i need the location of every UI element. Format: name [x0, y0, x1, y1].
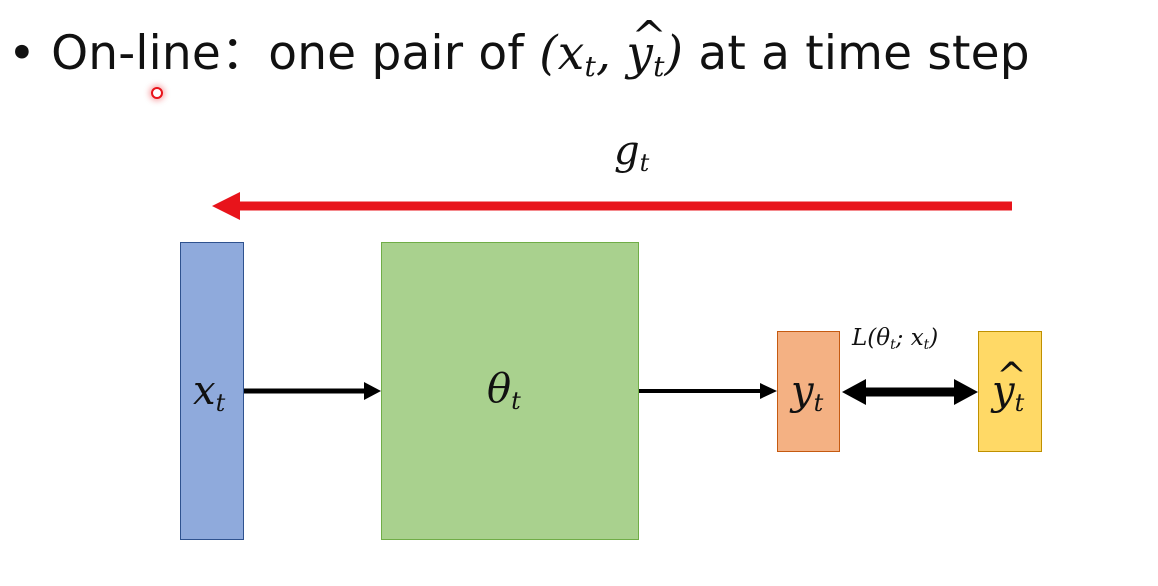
input-label: xt [193, 368, 226, 418]
pair-x: x [557, 26, 585, 81]
output-box [777, 331, 840, 452]
input-box [180, 242, 244, 540]
pair-math: (xt, yt) [539, 12, 683, 84]
bullet-marker: • [8, 26, 36, 81]
pair-y-sub: t [653, 50, 665, 84]
pair-sep: , [596, 26, 612, 81]
bullet-text-suffix: at a time step [698, 26, 1030, 81]
gradient-arrow [212, 192, 1012, 220]
laser-pointer-icon [151, 87, 163, 99]
target-label: yt [992, 356, 1026, 417]
loss-double-arrow [842, 379, 978, 405]
loss-label: L(θt; xt) [852, 325, 939, 354]
model-to-output-arrow [639, 383, 777, 399]
model-label: θt [487, 366, 521, 416]
pair-x-sub: t [584, 50, 597, 84]
bullet-text-prefix: On-line：one pair of [51, 26, 525, 81]
gradient-label: gt [614, 128, 650, 178]
output-label: yt [791, 368, 824, 418]
pair-yhat: y [626, 12, 666, 81]
model-box [381, 242, 639, 540]
bullet-heading: • On-line：one pair of (xt, yt) at a time… [8, 12, 1030, 84]
input-to-model-arrow [244, 382, 381, 400]
